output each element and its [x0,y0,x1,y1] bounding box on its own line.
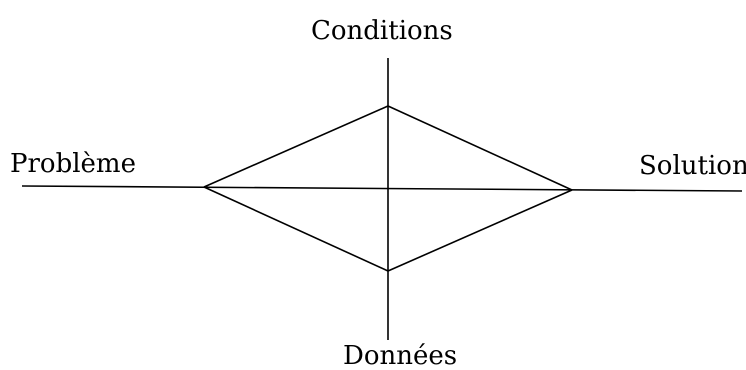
label-donnees: Données [343,341,458,370]
diamond-edge-top-left [203,105,389,188]
diamond-edge-bottom-right [387,189,573,272]
diamond-edge-top-right [387,105,573,191]
label-probleme: Problème [10,149,136,179]
label-conditions: Conditions [311,16,453,46]
label-solution: Solution [639,151,746,181]
diamond-edge-bottom-left [203,186,389,272]
horizontal-axis [21,185,743,192]
